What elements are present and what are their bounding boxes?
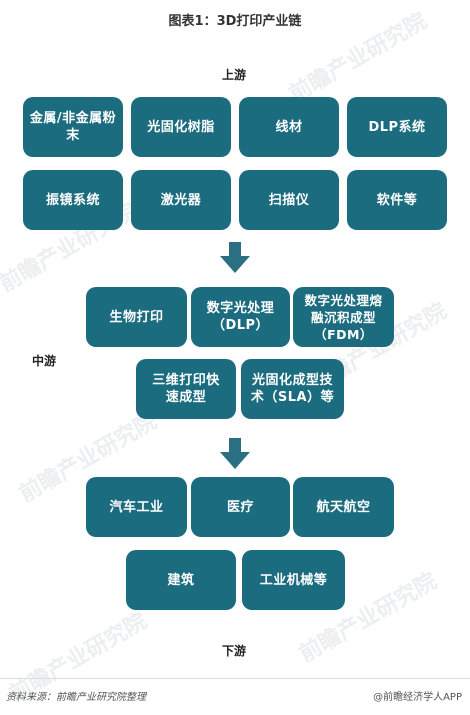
midstream-item: 三维打印快速成型 xyxy=(136,359,236,419)
upstream-item: 激光器 xyxy=(131,170,231,230)
upstream-item: 扫描仪 xyxy=(239,170,339,230)
downstream-item: 医疗 xyxy=(191,477,290,537)
midstream-item: 数字光处理熔融沉积成型（FDM） xyxy=(293,287,394,347)
downstream-item: 航天航空 xyxy=(293,477,394,537)
source-note: 资料来源：前瞻产业研究院整理 xyxy=(6,692,146,703)
brand-credit: @前瞻经济学人APP xyxy=(373,692,462,703)
upstream-item: 振镜系统 xyxy=(23,170,123,230)
downstream-item: 汽车工业 xyxy=(86,477,187,537)
upstream-item: 软件等 xyxy=(347,170,447,230)
downstream-item: 建筑 xyxy=(126,550,236,610)
upstream-item: 光固化树脂 xyxy=(131,97,231,157)
midstream-item: 生物打印 xyxy=(86,287,187,347)
down-arrow-icon xyxy=(220,242,250,273)
midstream-label: 中游 xyxy=(32,354,57,368)
midstream-item: 光固化成型技术（SLA）等 xyxy=(241,359,344,419)
footer-divider xyxy=(0,678,470,679)
figure-title: 图表1：3D打印产业链 xyxy=(168,14,302,29)
upstream-label: 上游 xyxy=(222,68,247,82)
upstream-item: 金属/非金属粉末 xyxy=(23,97,123,157)
upstream-item: 线材 xyxy=(239,97,339,157)
downstream-item: 工业机械等 xyxy=(242,550,345,610)
midstream-item: 数字光处理（DLP） xyxy=(191,287,290,347)
upstream-item: DLP系统 xyxy=(347,97,447,157)
downstream-label: 下游 xyxy=(222,644,247,658)
down-arrow-icon xyxy=(220,438,250,469)
